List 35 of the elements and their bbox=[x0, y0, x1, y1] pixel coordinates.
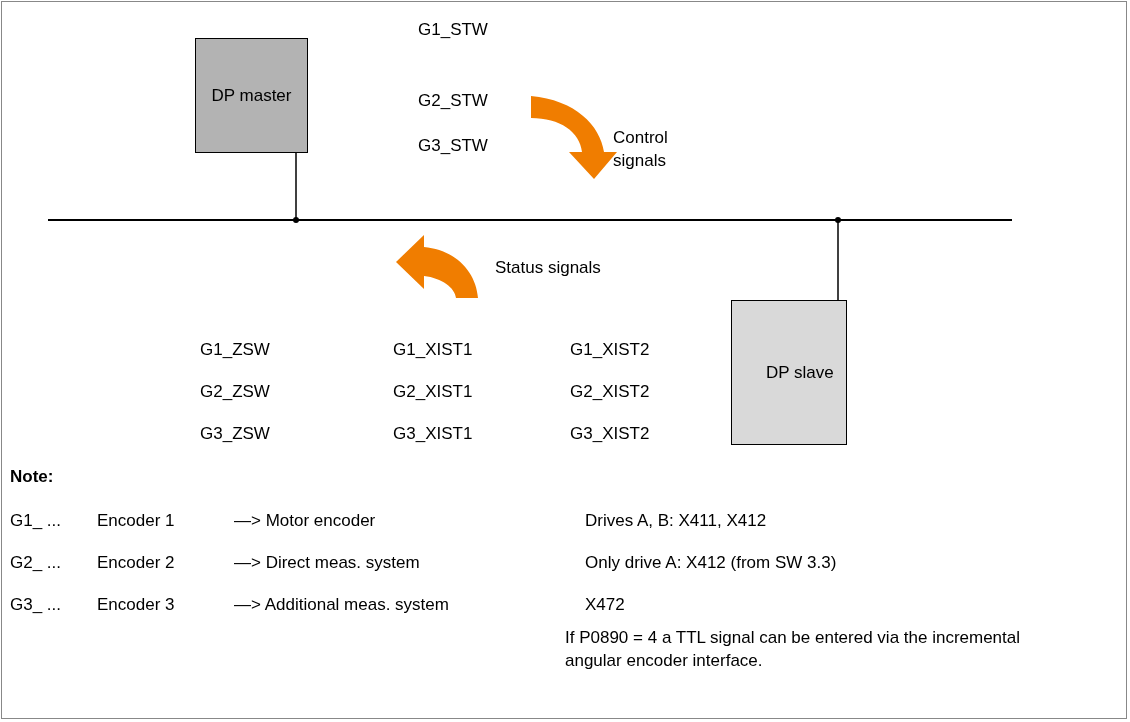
arrow-caption: Status signals bbox=[495, 258, 601, 278]
note-cell: G3_ ... bbox=[10, 595, 62, 615]
note-cell: X472 bbox=[585, 595, 625, 615]
signal-name: G1_XIST2 bbox=[570, 340, 650, 360]
signal-name: G2_ZSW bbox=[200, 382, 270, 402]
note-cell: G2_ ... bbox=[10, 553, 62, 573]
note-cell: —> Additional meas. system bbox=[234, 595, 449, 615]
node-label: DP master bbox=[211, 85, 292, 106]
signal-name: G3_ZSW bbox=[200, 424, 270, 444]
signal-name: G2_XIST1 bbox=[393, 382, 473, 402]
connector-line bbox=[835, 217, 841, 301]
master-box bbox=[195, 38, 308, 153]
signal-name: G1_ZSW bbox=[200, 340, 270, 360]
arrow-caption: Control signals bbox=[613, 127, 669, 172]
note-cell: Drives A, B: X411, X412 bbox=[585, 511, 767, 531]
signal-name: G1_XIST1 bbox=[393, 340, 473, 360]
note-text: If P0890 = 4 a TTL signal can be entered via the incremental angular encoder interface. bbox=[565, 627, 1022, 672]
note-cell: Encoder 2 bbox=[97, 553, 175, 573]
connector-line bbox=[293, 152, 299, 223]
signal-name: G2_STW bbox=[418, 91, 488, 111]
signal-name: G3_XIST1 bbox=[393, 424, 473, 444]
note-cell: Only drive A: X412 (from SW 3.3) bbox=[585, 553, 837, 573]
note-cell: —> Direct meas. system bbox=[234, 553, 420, 573]
signal-name: G3_XIST2 bbox=[570, 424, 650, 444]
signal-name: G3_STW bbox=[418, 136, 488, 156]
node-label: DP slave bbox=[766, 362, 834, 383]
note-heading: Note: bbox=[10, 467, 54, 487]
slave-box bbox=[731, 300, 847, 445]
note-cell: Encoder 3 bbox=[97, 595, 175, 615]
signal-name: G1_STW bbox=[418, 20, 488, 40]
note-cell: Encoder 1 bbox=[97, 511, 175, 531]
bus-line bbox=[48, 219, 1012, 221]
note-cell: G1_ ... bbox=[10, 511, 62, 531]
note-cell: —> Motor encoder bbox=[234, 511, 376, 531]
signal-name: G2_XIST2 bbox=[570, 382, 650, 402]
